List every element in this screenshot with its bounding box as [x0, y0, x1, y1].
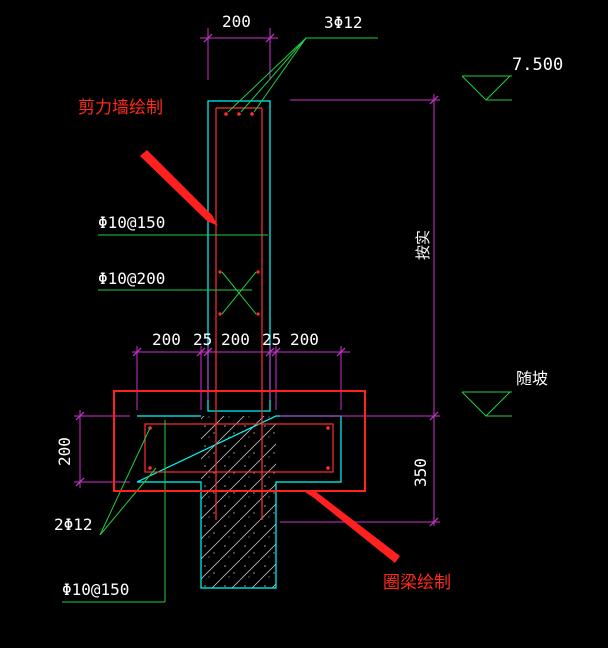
beam-height-dim-label: 200	[55, 437, 74, 466]
wall-height-label: 按实	[414, 230, 432, 260]
ring-beam-highlight-box	[113, 390, 366, 492]
concrete-hatch	[201, 416, 276, 588]
dimension-ticks	[75, 33, 439, 527]
slope-level-label: 随坡	[516, 369, 548, 388]
beam-dim-label: 25	[262, 330, 281, 349]
drawing-background	[0, 0, 608, 648]
beam-dim-labels: 200 25 200 25 200	[152, 330, 319, 349]
top-rebar-label: 3Φ12	[324, 13, 363, 32]
stirrups-label: Φ10@150	[62, 580, 129, 599]
beam-dim-label: 200	[221, 330, 250, 349]
beam-dim-label: 25	[193, 330, 212, 349]
wall-width-dim-label: 200	[222, 12, 251, 31]
horizontal-bars-label: Φ10@150	[98, 213, 165, 232]
tie-bars-label: Φ10@200	[98, 269, 165, 288]
beam-dim-label: 200	[152, 330, 181, 349]
rebar-dots	[148, 112, 330, 470]
beam-dim-label: 200	[290, 330, 319, 349]
ring-beam-annotation: 圈梁绘制	[383, 573, 451, 593]
wall-annotation: 剪力墙绘制	[78, 98, 163, 118]
beam-rebar-label: 2Φ12	[54, 515, 93, 534]
annotation-arrows	[140, 150, 400, 563]
rebar-lines	[144, 107, 334, 520]
elevation-top-label: 7.500	[512, 55, 563, 75]
leader-lines	[62, 37, 512, 603]
footing-depth-dim-label: 350	[411, 458, 430, 487]
